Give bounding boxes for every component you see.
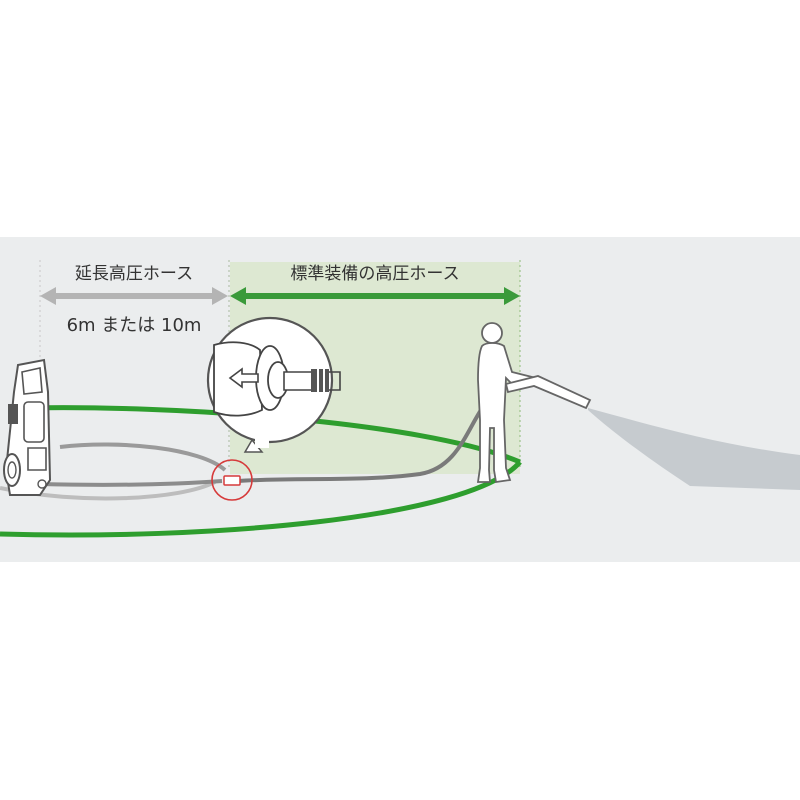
- pressure-washer-icon: [3, 358, 52, 496]
- standard-length-arrow: [230, 287, 520, 305]
- extension-hose: [39, 479, 223, 487]
- extension-hose-label: 延長高圧ホース: [74, 264, 194, 284]
- extension-length-label: 6m または 10m: [66, 315, 202, 336]
- standard-hose-label: 標準装備の高圧ホース: [290, 264, 460, 284]
- connector-zoom-callout: [206, 316, 341, 453]
- extension-length-arrow: [40, 287, 228, 305]
- green-hose-loop-front: [0, 460, 522, 538]
- person-icon: [476, 322, 592, 484]
- hose-connector-icon: [211, 459, 253, 501]
- water-spray: [588, 408, 800, 490]
- extension-hose-loop-back: [59, 442, 227, 472]
